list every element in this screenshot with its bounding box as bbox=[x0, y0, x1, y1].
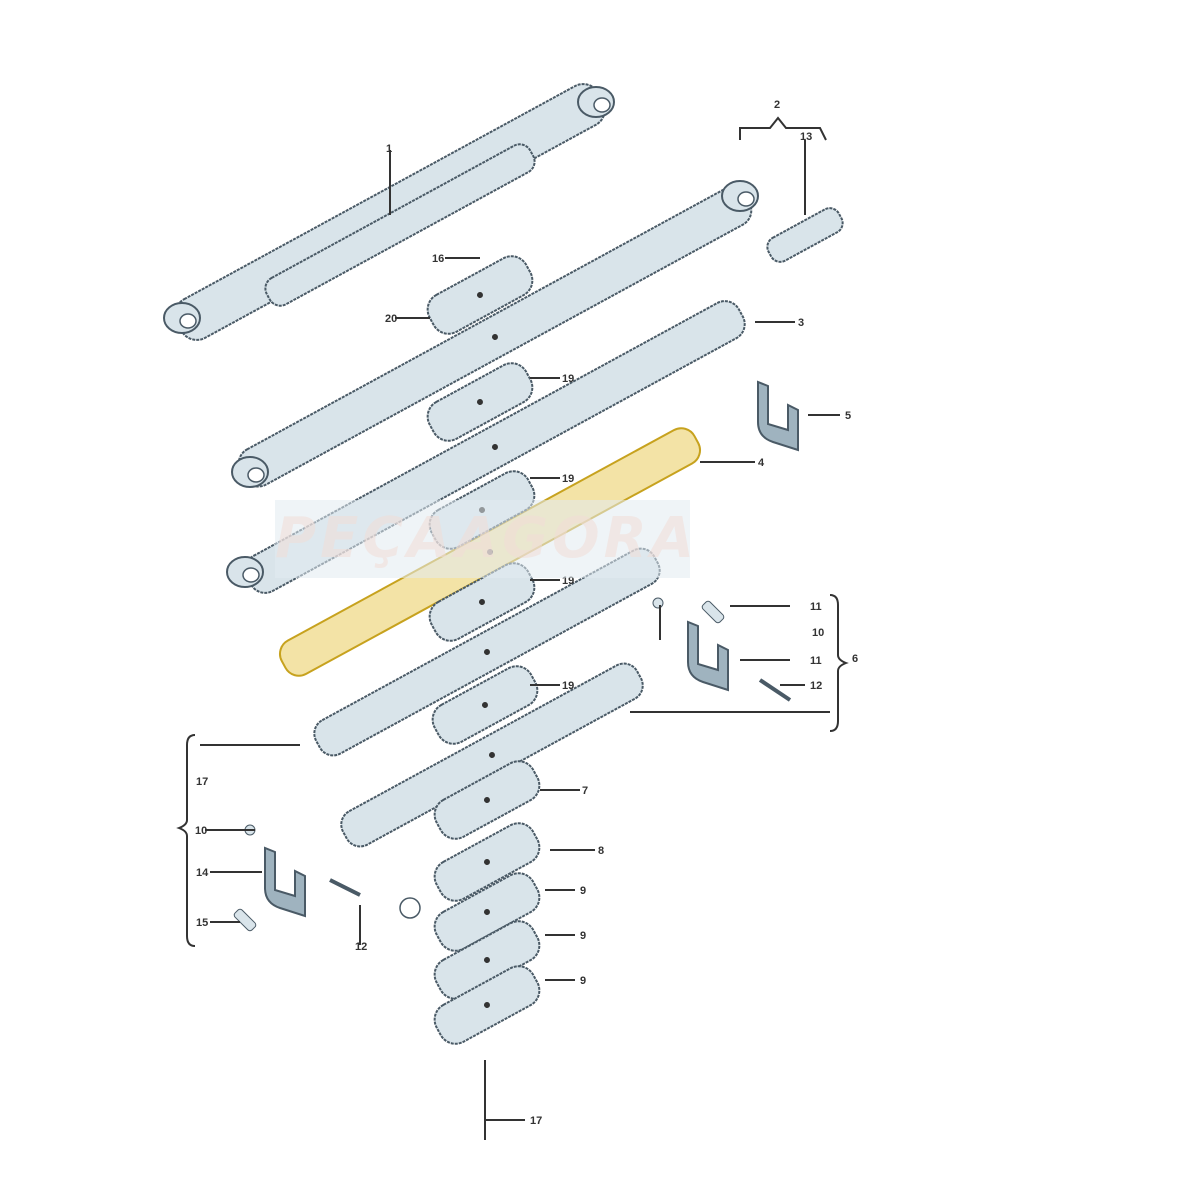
rivet bbox=[652, 597, 664, 609]
center-bolt-hole bbox=[484, 909, 490, 915]
callout-label-9: 9 bbox=[580, 975, 586, 987]
assembly-eye-left-bore bbox=[179, 313, 197, 329]
callout-label-3: 3 bbox=[798, 317, 804, 329]
spacer-pad bbox=[433, 872, 541, 952]
bushing-pin-body bbox=[766, 207, 844, 263]
callout-label-7: 7 bbox=[582, 785, 588, 797]
main-leaf-eye-right-bore bbox=[737, 191, 755, 207]
callout-label-19: 19 bbox=[562, 473, 574, 485]
center-bolt-hole bbox=[484, 649, 490, 655]
callout-label-19: 19 bbox=[562, 575, 574, 587]
leaf-spring-assembly-pack-body bbox=[264, 143, 536, 307]
spacer-pad bbox=[426, 362, 534, 442]
center-bolt-hole bbox=[484, 859, 490, 865]
clip-spacer bbox=[233, 908, 257, 932]
spacer-pad bbox=[433, 965, 541, 1045]
callout-label-10: 10 bbox=[195, 825, 207, 837]
callout-label-15: 15 bbox=[196, 917, 208, 929]
callout-label-17: 17 bbox=[530, 1115, 542, 1127]
group-bracket-top bbox=[739, 116, 827, 141]
group-bracket-left bbox=[176, 734, 196, 947]
callout-label-10: 10 bbox=[812, 627, 824, 639]
callout-label-9: 9 bbox=[580, 885, 586, 897]
callout-label-12: 12 bbox=[355, 941, 367, 953]
rebound-clip-left bbox=[264, 846, 306, 918]
rebound-clip-top bbox=[757, 380, 799, 452]
center-bolt-hole bbox=[479, 599, 485, 605]
clip-bolt bbox=[329, 878, 361, 897]
callout-label-11: 11 bbox=[810, 601, 822, 613]
center-bolt-hole bbox=[484, 797, 490, 803]
clip-spacer bbox=[701, 600, 725, 624]
callout-label-17: 17 bbox=[196, 776, 208, 788]
callout-label-5: 5 bbox=[845, 410, 851, 422]
callout-label-2: 2 bbox=[774, 99, 780, 111]
center-bolt-hole bbox=[482, 702, 488, 708]
group-bracket-right bbox=[829, 594, 849, 732]
callout-label-13: 13 bbox=[800, 131, 812, 143]
callout-label-19: 19 bbox=[562, 680, 574, 692]
spacer-pad bbox=[433, 822, 541, 902]
locating-hole bbox=[399, 897, 421, 919]
spacer-pad bbox=[426, 255, 534, 335]
callout-label-20: 20 bbox=[385, 313, 397, 325]
callout-label-9: 9 bbox=[580, 930, 586, 942]
callout-label-11: 11 bbox=[810, 655, 822, 667]
spacer-pad bbox=[431, 665, 539, 745]
main-leaf-eye-left-bore bbox=[247, 467, 265, 483]
callout-label-14: 14 bbox=[196, 867, 209, 879]
center-bolt-hole bbox=[492, 444, 498, 450]
leaf-spring-assembly-pack bbox=[264, 143, 536, 307]
center-bolt-hole bbox=[477, 399, 483, 405]
callout-label-12: 12 bbox=[810, 680, 822, 692]
assembly-eye-right-bore bbox=[593, 97, 611, 113]
leaf-6 bbox=[340, 662, 644, 848]
spacer-pad bbox=[433, 920, 541, 1000]
spacer-pad bbox=[433, 760, 541, 840]
center-bolt-hole bbox=[492, 334, 498, 340]
rebound-clip-right bbox=[687, 620, 729, 692]
callout-label-6: 6 bbox=[852, 653, 858, 665]
callout-label-19: 19 bbox=[562, 373, 574, 385]
clip-bolt bbox=[758, 678, 792, 702]
second-leaf-eye-bore bbox=[242, 567, 260, 583]
callout-label-8: 8 bbox=[598, 845, 604, 857]
center-bolt-hole bbox=[484, 1002, 490, 1008]
callout-label-16: 16 bbox=[432, 253, 444, 265]
bushing-pin bbox=[766, 207, 844, 263]
callout-label-1: 1 bbox=[386, 143, 392, 155]
center-bolt-hole bbox=[484, 957, 490, 963]
callout-label-4: 4 bbox=[758, 457, 765, 469]
center-bolt-hole bbox=[489, 752, 495, 758]
center-bolt-hole bbox=[477, 292, 483, 298]
